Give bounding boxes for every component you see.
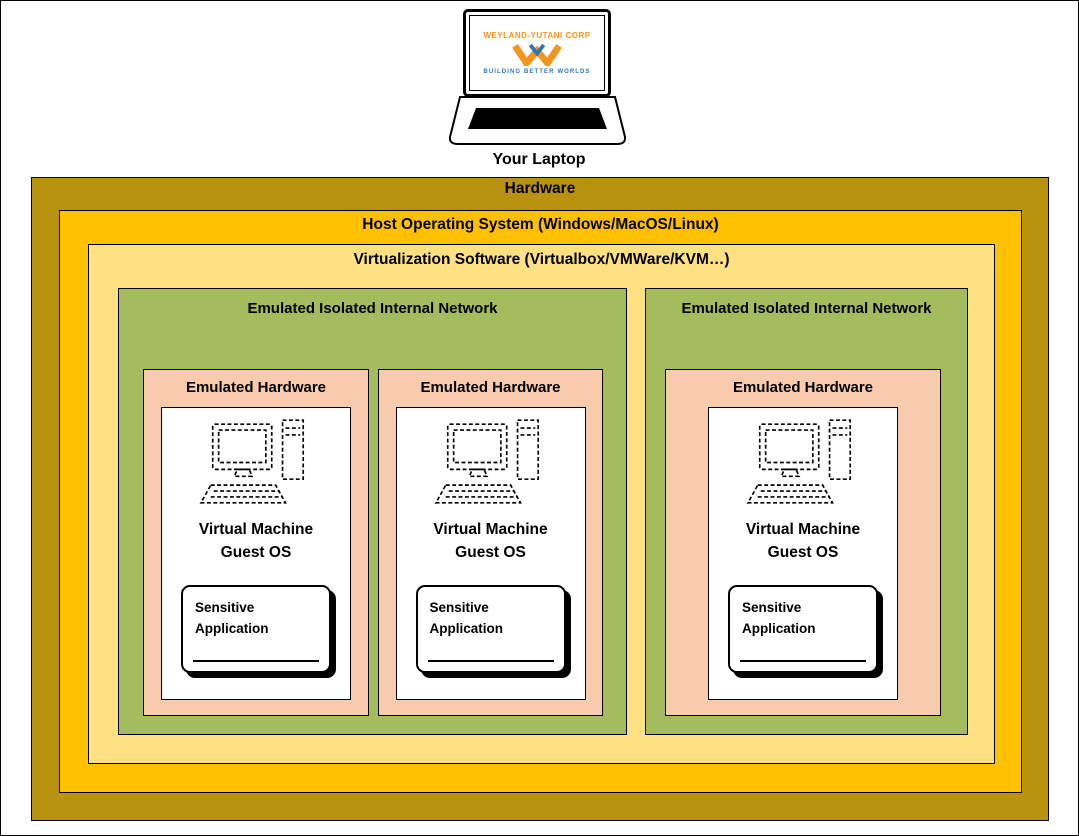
vm-guest-os-2-label: Virtual Machine Guest OS	[433, 521, 548, 562]
vm-guest-os-1-label: Virtual Machine Guest OS	[198, 521, 314, 562]
sensitive-application-2-label: Sensitive Application	[429, 599, 504, 637]
sensitive-application-1: Sensitive Application	[181, 584, 331, 673]
vm-guest-os-3-label: Virtual Machine Guest OS	[745, 521, 861, 562]
laptop-label: Your Laptop	[492, 151, 586, 168]
emulated-hardware-2-title: Emulated Hardware	[420, 379, 561, 396]
emulated-network-right-title: Emulated Isolated Internal Network	[681, 300, 932, 317]
desktop-computer-icon	[432, 416, 550, 510]
sensitive-application-1-label: Sensitive Application	[195, 599, 269, 637]
sensitive-application-3-label: Sensitive Application	[742, 599, 816, 637]
layer-host-os-title: Host Operating System (Windows/MacOS/Lin…	[362, 216, 719, 233]
vm-guest-os-2: Virtual Machine Guest OS Sensitive Appli…	[395, 407, 586, 700]
emulated-network-right: Emulated Isolated Internal Network Emula…	[645, 288, 968, 735]
emulated-hardware-1-title: Emulated Hardware	[185, 379, 327, 396]
desktop-computer-icon	[197, 416, 315, 510]
laptop-screen: WEYLAND-YUTANI CORP BUILDING BETTER WORL…	[463, 9, 611, 97]
emulated-hardware-3-title: Emulated Hardware	[732, 379, 874, 396]
laptop-base	[449, 96, 626, 145]
layer-hardware-title: Hardware	[504, 180, 576, 197]
layer-hardware: Hardware Host Operating System (Windows/…	[31, 177, 1049, 821]
sensitive-application-3: Sensitive Application	[728, 584, 878, 673]
laptop-screen-inner: WEYLAND-YUTANI CORP BUILDING BETTER WORL…	[469, 15, 605, 91]
emulated-hardware-1: Emulated Hardware Virtual Machine Guest …	[143, 369, 369, 716]
layer-virtualization-software: Virtualization Software (Virtualbox/VMWa…	[88, 244, 995, 764]
weyland-yutani-company-text: WEYLAND-YUTANI CORP	[483, 31, 591, 40]
emulated-hardware-3: Emulated Hardware Virtual Machine Guest …	[665, 369, 941, 716]
emulated-network-left-title: Emulated Isolated Internal Network	[247, 300, 498, 317]
layer-host-os: Host Operating System (Windows/MacOS/Lin…	[59, 210, 1022, 793]
vm-guest-os-1: Virtual Machine Guest OS Sensitive Appli…	[161, 407, 351, 700]
vm-guest-os-3: Virtual Machine Guest OS Sensitive Appli…	[708, 407, 898, 700]
layer-virtualization-title: Virtualization Software (Virtualbox/VMWa…	[353, 251, 730, 268]
emulated-network-left: Emulated Isolated Internal Network Emula…	[118, 288, 627, 735]
desktop-computer-icon	[744, 416, 862, 510]
weyland-yutani-tagline-text: BUILDING BETTER WORLDS	[483, 69, 591, 75]
sensitive-application-2: Sensitive Application	[415, 584, 566, 673]
app-divider-line	[740, 659, 866, 662]
weyland-yutani-logo-icon	[512, 43, 562, 66]
app-divider-line	[427, 659, 554, 662]
app-divider-line	[193, 659, 319, 662]
emulated-hardware-2: Emulated Hardware Virtual Machine Guest …	[378, 369, 603, 716]
